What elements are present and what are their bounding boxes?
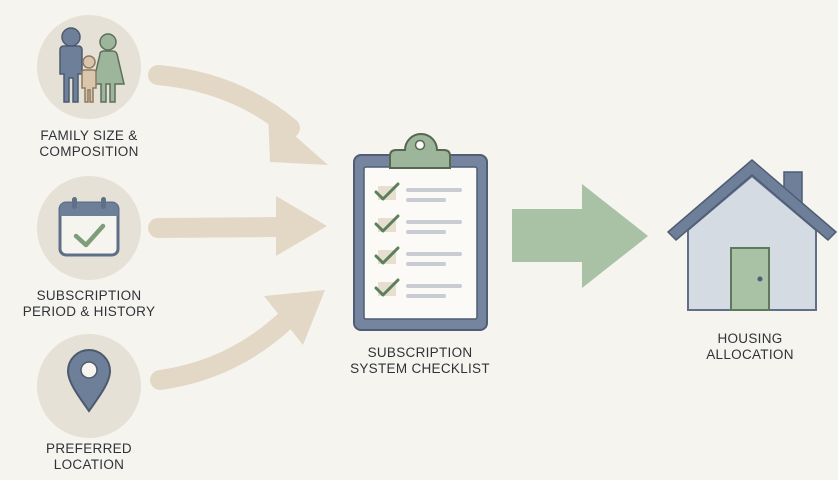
checklist-item	[374, 214, 462, 234]
calendar-check-icon	[58, 197, 120, 257]
subscription-period-label-line1: SUBSCRIPTION	[36, 288, 142, 303]
preferred-location-label-line1: PREFERRED	[46, 441, 132, 456]
arrow-family-to-checklist	[148, 65, 328, 165]
family-size-label: FAMILY SIZE & COMPOSITION	[9, 128, 169, 160]
subscription-period-label: SUBSCRIPTION PERIOD & HISTORY	[0, 288, 178, 320]
checklist-item	[374, 246, 462, 266]
checklist-label-line1: SUBSCRIPTION	[367, 345, 473, 360]
location-pin-icon	[66, 349, 112, 413]
house-icon	[667, 159, 837, 311]
subscription-period-label-line2: PERIOD & HISTORY	[22, 304, 156, 319]
preferred-location-label-line2: LOCATION	[53, 457, 125, 472]
checklist-label: SUBSCRIPTION SYSTEM CHECKLIST	[330, 345, 510, 377]
family-size-label-line1: FAMILY SIZE &	[40, 128, 138, 143]
housing-allocation-label-line1: HOUSING	[717, 331, 783, 346]
housing-allocation-label-line2: ALLOCATION	[706, 347, 794, 362]
checklist-item	[374, 278, 462, 298]
preferred-location-label: PREFERRED LOCATION	[9, 441, 169, 473]
family-icon	[59, 27, 125, 103]
arrow-checklist-to-housing	[512, 184, 648, 288]
checklist-label-line2: SYSTEM CHECKLIST	[350, 361, 490, 376]
checklist-item	[374, 182, 462, 202]
arrow-location-to-checklist	[150, 290, 325, 390]
checklist-items	[374, 182, 462, 298]
housing-allocation-label: HOUSING ALLOCATION	[670, 331, 830, 363]
family-size-label-line2: COMPOSITION	[39, 144, 139, 159]
arrow-subscription-to-checklist	[148, 196, 327, 256]
